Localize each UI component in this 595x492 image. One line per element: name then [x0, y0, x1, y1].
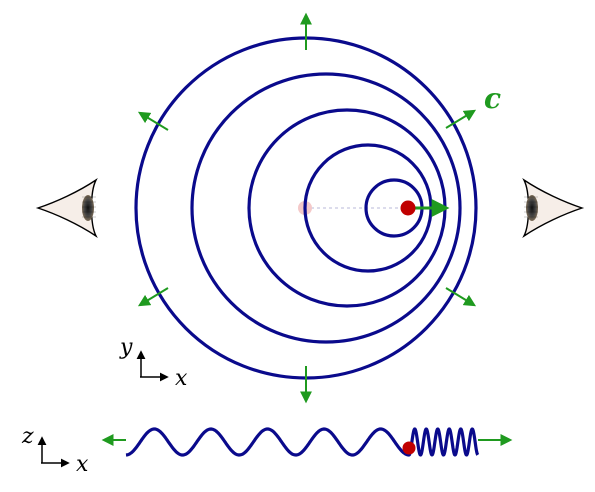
wave-source — [402, 441, 416, 455]
eye-icon — [35, 177, 98, 239]
top-axis-horizontal-label: x — [175, 366, 188, 391]
arrow-upper-right — [445, 109, 477, 129]
emitted-wave — [125, 427, 480, 457]
arrow-upper-left — [137, 111, 169, 131]
top-axis-vertical-label: y — [119, 335, 133, 360]
eye-icon — [522, 177, 585, 239]
top-axes — [136, 350, 169, 382]
wavefront-2 — [190, 72, 462, 344]
bottom-axes — [37, 436, 70, 468]
propagation-arrows — [137, 12, 477, 404]
bottom-axis-vertical-label: z — [21, 424, 34, 449]
moving-source — [400, 200, 416, 216]
arrow-lower-left — [137, 287, 169, 307]
bottom-axis-horizontal-label: x — [76, 452, 89, 477]
wave-speed-label: c — [484, 82, 501, 115]
arrow-lower-right — [445, 287, 477, 307]
